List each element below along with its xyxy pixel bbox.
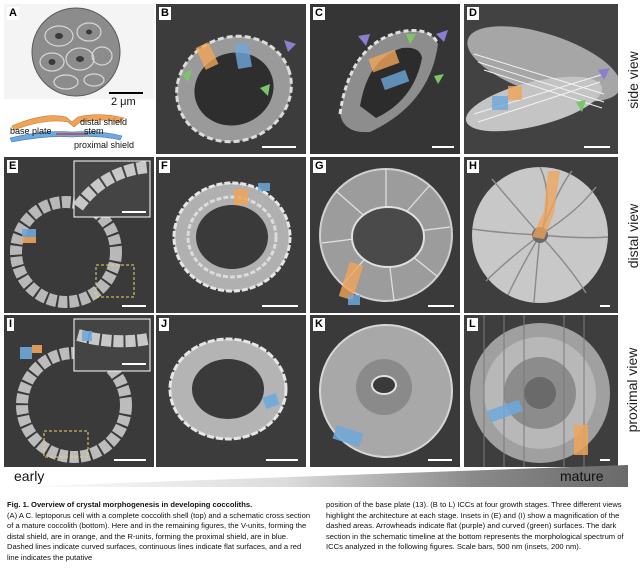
panel-c-label: C: [313, 7, 325, 20]
panel-j: J: [156, 315, 306, 467]
panel-j-image: [168, 337, 288, 441]
panel-a: A 2 μm distal shield stem base plate pro…: [4, 4, 154, 154]
panel-f: F: [156, 157, 306, 313]
panel-g-label: G: [313, 160, 326, 173]
timeline-early-label: early: [14, 468, 45, 484]
panel-i: I: [4, 315, 154, 467]
panel-l: L: [464, 315, 618, 467]
panel-b-scalebar: [262, 146, 296, 148]
panel-h-label: H: [467, 160, 479, 173]
panel-e: E: [4, 157, 154, 313]
timeline-mature-label: mature: [560, 468, 604, 484]
panel-g-image: [319, 168, 453, 305]
panel-k-image: [319, 324, 453, 458]
panel-h-image: [471, 166, 609, 304]
figure-caption-left: Fig. 1. Overview of crystal morphogenesi…: [7, 500, 313, 564]
figure-caption-right: position of the base plate (13). (B to L…: [326, 500, 632, 553]
row-label-distal-view: distal view: [625, 203, 640, 269]
panel-a-label: A: [7, 7, 19, 20]
panel-i-label: I: [7, 318, 15, 331]
schematic-stem-label: stem: [84, 126, 104, 136]
panel-a-illustration: [4, 4, 154, 143]
panel-l-label: L: [467, 318, 478, 331]
panel-h-scalebar: [600, 305, 610, 307]
panel-d-scalebar: [584, 146, 610, 148]
panel-b-label: B: [159, 7, 171, 20]
panel-i-inset-scalebar: [122, 363, 146, 365]
panel-l-scalebar: [600, 459, 610, 461]
row-label-proximal-view: proximal view: [624, 347, 640, 433]
panel-k-label: K: [313, 318, 325, 331]
row-label-side-view: side view: [625, 51, 640, 109]
panel-c-image: [338, 29, 448, 133]
panel-d: D: [464, 4, 618, 154]
panel-g-scalebar: [428, 305, 454, 307]
panel-f-image: [172, 181, 292, 293]
panel-i-scalebar: [114, 459, 146, 461]
schematic-distal-shield-label: distal shield: [80, 117, 128, 127]
panel-b-image: [175, 34, 296, 144]
schematic-proximal-shield-label: proximal shield: [74, 140, 135, 150]
growth-timeline: [6, 465, 628, 487]
panel-e-label: E: [7, 160, 19, 173]
panel-c: C: [310, 4, 460, 154]
panel-h: H: [464, 157, 618, 313]
panel-d-label: D: [467, 7, 479, 20]
panel-e-image: [10, 160, 151, 308]
panel-l-image: [470, 315, 610, 467]
panel-c-scalebar: [432, 146, 454, 148]
panel-j-label: J: [159, 318, 170, 331]
panel-k: K: [310, 315, 460, 467]
panel-e-scalebar: [122, 305, 146, 307]
panel-f-label: F: [159, 160, 170, 173]
panel-g: G: [310, 157, 460, 313]
panel-e-inset-scalebar: [122, 211, 146, 213]
schematic-base-plate-label: base plate: [10, 126, 52, 136]
panel-a-scale-label: 2 μm: [111, 96, 136, 108]
panel-d-image: [465, 26, 618, 132]
panel-k-scalebar: [428, 459, 452, 461]
panel-b: B: [156, 4, 306, 154]
figure-caption-title: Fig. 1. Overview of crystal morphogenesi…: [7, 500, 253, 509]
panel-i-image: [16, 318, 151, 463]
panel-f-scalebar: [262, 305, 298, 307]
panel-j-scalebar: [266, 459, 298, 461]
figure-caption-left-body: (A) A C. leptoporus cell with a complete…: [7, 510, 311, 562]
figure-caption-right-body: position of the base plate (13). (B to L…: [326, 500, 624, 552]
